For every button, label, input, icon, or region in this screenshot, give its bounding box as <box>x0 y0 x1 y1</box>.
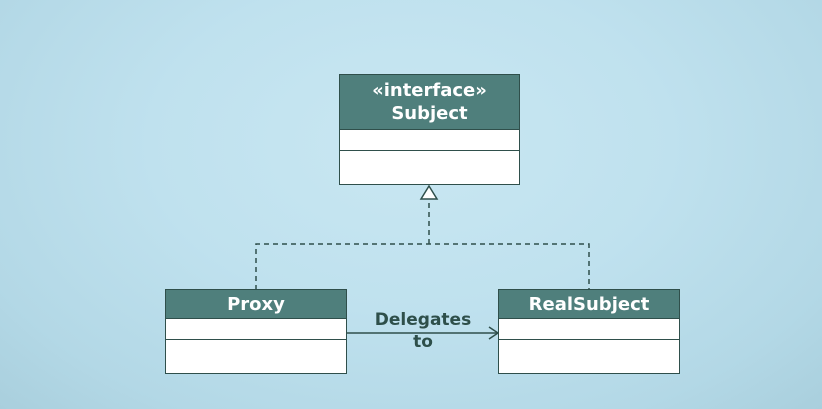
subject-attributes-section <box>340 130 519 151</box>
real-subject-header: RealSubject <box>499 290 679 319</box>
delegation-label-line2: to <box>413 332 433 352</box>
delegation-label: Delegates to <box>363 309 483 353</box>
proxy-class-box: Proxy <box>165 289 347 374</box>
subject-interface-box: «interface» Subject <box>339 74 520 185</box>
subject-header: «interface» Subject <box>340 75 519 130</box>
proxy-header: Proxy <box>166 290 346 319</box>
realization-arrowhead-icon <box>419 184 439 200</box>
proxy-methods-section <box>166 340 346 372</box>
subject-name: Subject <box>391 103 468 124</box>
realization-line <box>255 243 590 290</box>
real-subject-attributes-section <box>499 319 679 340</box>
delegation-label-line1: Delegates <box>374 310 472 330</box>
real-subject-class-box: RealSubject <box>498 289 680 374</box>
real-subject-methods-section <box>499 340 679 372</box>
proxy-attributes-section <box>166 319 346 340</box>
subject-methods-section <box>340 151 519 183</box>
real-subject-name: RealSubject <box>528 293 650 315</box>
proxy-name: Proxy <box>227 293 285 315</box>
interface-stereotype: «interface» <box>372 80 487 101</box>
